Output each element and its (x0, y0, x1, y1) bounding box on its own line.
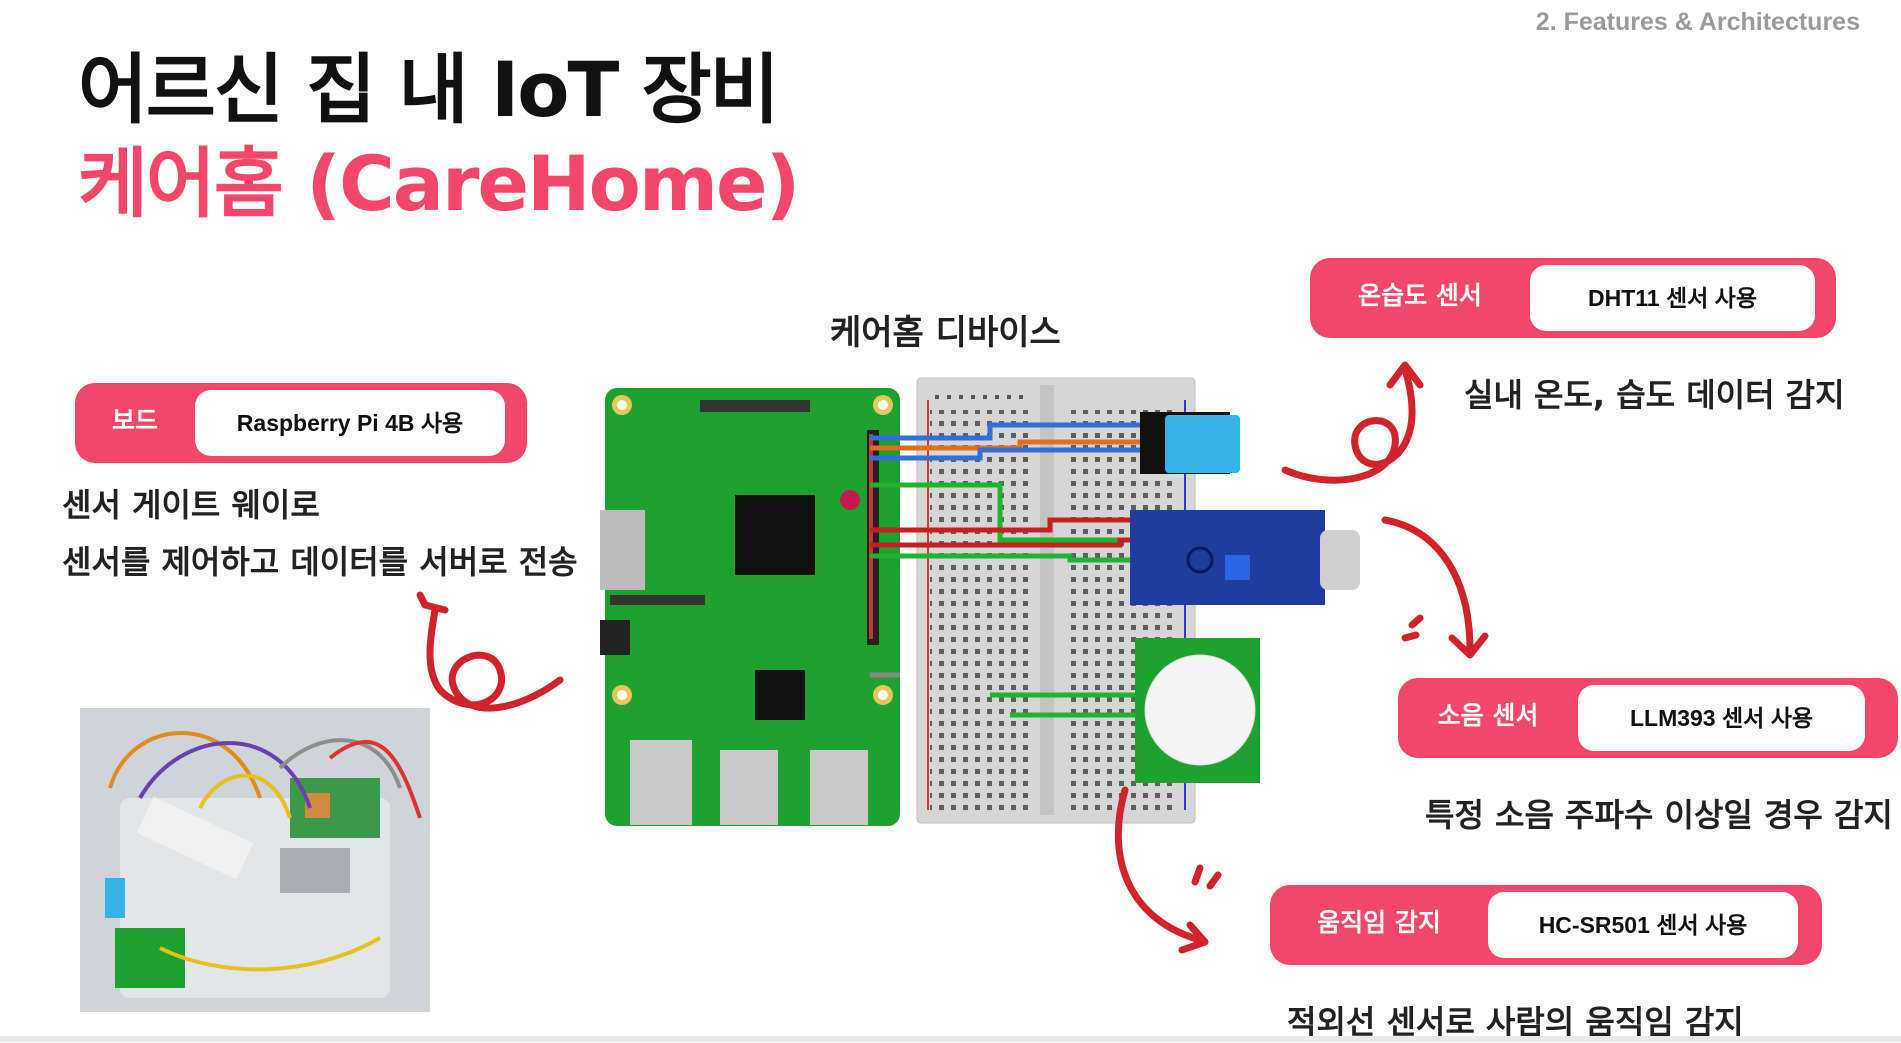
device-title: 케어홈 디바이스 (830, 313, 1061, 353)
page-title: 어르신 집 내 IoT 장비 (78, 45, 780, 134)
section-label: 2. Features & Architectures (1535, 8, 1860, 36)
dht11-sensor (1140, 412, 1240, 474)
board-tag: 보드 (111, 406, 158, 435)
board-desc-line1: 센서 게이트 웨이로 (62, 486, 320, 524)
noise-tag: 소음 센서 (1437, 701, 1539, 730)
board-desc-line2: 센서를 제어하고 데이터를 서버로 전송 (62, 543, 578, 581)
bottom-divider (0, 1036, 1901, 1042)
humidity-desc: 실내 온도, 습도 데이터 감지 (1464, 376, 1845, 414)
curly-arrow-icon (426, 606, 564, 712)
hardware-photo (80, 708, 430, 1012)
sound-sensor (1130, 510, 1360, 605)
curly-arrow-icon (416, 591, 449, 614)
device-illustration (600, 377, 1360, 826)
motion-value: HC-SR501 센서 사용 (1488, 892, 1798, 958)
motion-pill: 움직임 감지 HC-SR501 센서 사용 (1270, 885, 1822, 965)
noise-desc: 특정 소음 주파수 이상일 경우 감지 (1425, 796, 1893, 834)
curly-arrow-icon (1386, 361, 1424, 389)
humidity-tag: 온습도 센서 (1358, 281, 1482, 310)
board-pill: 보드 Raspberry Pi 4B 사용 (75, 383, 527, 463)
curly-arrow-icon (1381, 516, 1474, 654)
humidity-pill: 온습도 센서 DHT11 센서 사용 (1310, 258, 1836, 338)
motion-tag: 움직임 감지 (1317, 908, 1441, 937)
breadboard (916, 377, 1196, 824)
noise-value: LLM393 센서 사용 (1578, 685, 1865, 751)
hardware-photo-graphic (80, 708, 430, 1012)
curly-arrow-icon (1448, 632, 1489, 659)
board-value: Raspberry Pi 4B 사용 (195, 390, 505, 456)
humidity-value: DHT11 센서 사용 (1530, 265, 1815, 331)
raspberry-pi-board (600, 388, 900, 826)
pir-sensor (1135, 638, 1260, 783)
page-subtitle: 케어홈 (CareHome) (78, 139, 800, 228)
noise-pill: 소음 센서 LLM393 센서 사용 (1398, 678, 1898, 758)
curly-arrow-icon (1178, 921, 1209, 954)
motion-desc: 적외선 센서로 사람의 움직임 감지 (1287, 1003, 1744, 1041)
